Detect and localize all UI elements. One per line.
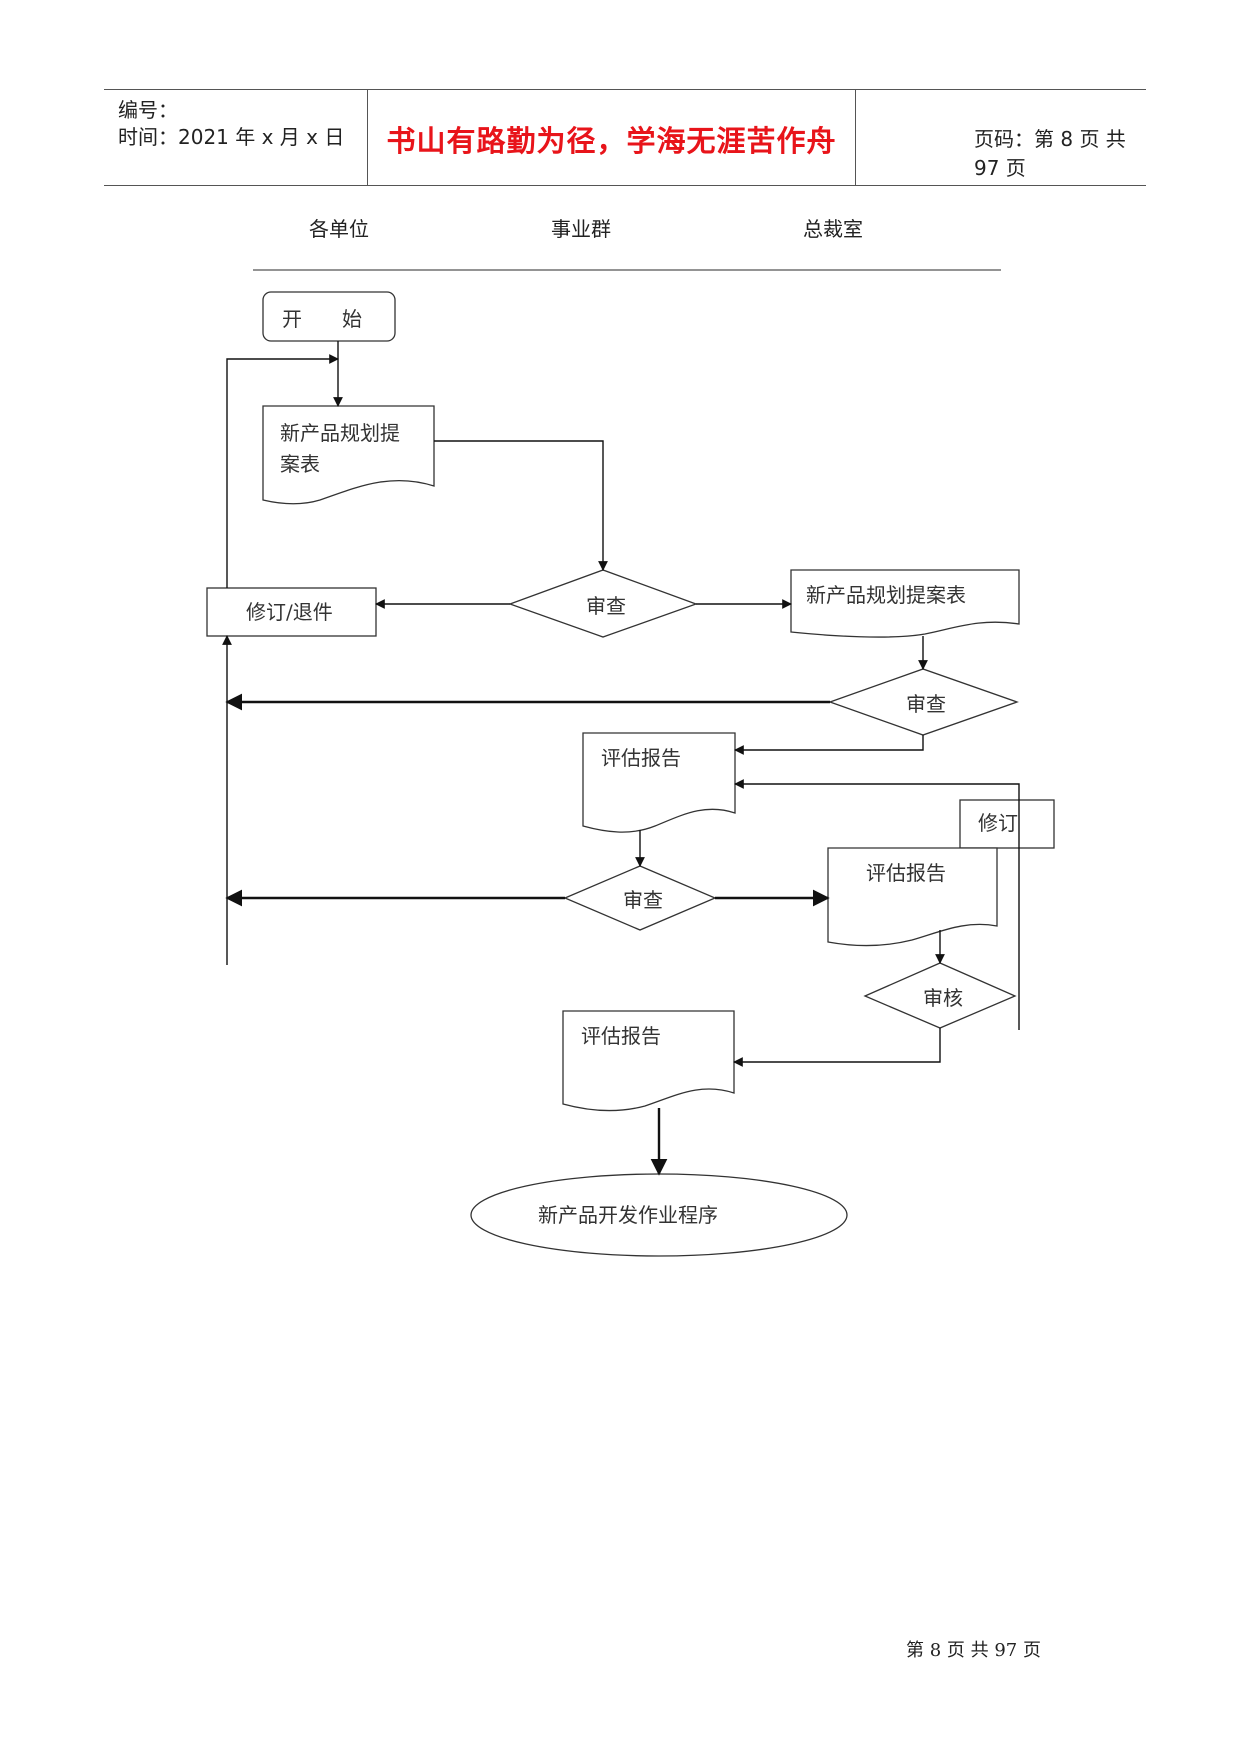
eval-report-2-label: 评估报告 — [866, 861, 946, 885]
eval-report-3-label: 评估报告 — [581, 1024, 661, 1048]
revise-label: 修订 — [978, 811, 1018, 835]
motto: 书山有路勤为径，学海无涯苦作舟 — [386, 124, 837, 158]
review-2-label: 审查 — [906, 692, 946, 716]
start-node — [262, 291, 396, 342]
approve-label: 审核 — [923, 986, 963, 1010]
eval-report-1-label: 评估报告 — [601, 746, 681, 770]
approve-to-report3-arrow — [733, 1028, 941, 1067]
review2-to-report-arrow — [734, 735, 924, 755]
review-1-label: 审查 — [586, 594, 626, 618]
eval-report-doc-3 — [562, 1010, 735, 1112]
revise-loop-arrow — [226, 354, 339, 588]
proposal-doc-1 — [262, 405, 435, 505]
revise-box — [959, 799, 1055, 849]
revise-return-box — [206, 587, 377, 637]
revise-return-label: 修订/退件 — [246, 600, 333, 624]
document-code: 编号： — [118, 98, 178, 122]
lane-president-office: 总裁室 — [803, 217, 863, 241]
approve-diamond — [863, 962, 1017, 1029]
lane-business-group: 事业群 — [551, 217, 611, 241]
revise-to-report-arrow — [734, 779, 1020, 1030]
review-3-label: 审查 — [623, 888, 663, 912]
header-page-cell: 页码：第 8 页 共 97 页 — [856, 90, 1146, 185]
eval-report-doc-1 — [582, 732, 736, 833]
review-2-diamond — [828, 668, 1019, 736]
page-number: 页码：第 8 页 共 97 页 — [974, 127, 1126, 180]
proposal-doc-2 — [790, 569, 1020, 638]
proposal-to-review-arrow — [434, 440, 608, 571]
page-header: 编号： 时间：2021 年 x 月 x 日 书山有路勤为径，学海无涯苦作舟 页码… — [104, 89, 1146, 186]
eval-report-doc-2 — [827, 847, 998, 947]
header-motto-cell: 书山有路勤为径，学海无涯苦作舟 — [368, 90, 856, 185]
document-time: 时间：2021 年 x 月 x 日 — [118, 125, 345, 149]
proposal-1-label-b: 案表 — [280, 452, 320, 476]
page-footer: 第 8 页 共 97 页 — [906, 1640, 1041, 1661]
end-label: 新产品开发作业程序 — [538, 1203, 718, 1227]
proposal-1-label-a: 新产品规划提 — [280, 421, 400, 445]
proposal-2-label: 新产品规划提案表 — [806, 583, 966, 607]
lane-units: 各单位 — [309, 217, 369, 241]
start-label: 开 始 — [282, 307, 362, 331]
header-meta-cell: 编号： 时间：2021 年 x 月 x 日 — [104, 90, 368, 185]
